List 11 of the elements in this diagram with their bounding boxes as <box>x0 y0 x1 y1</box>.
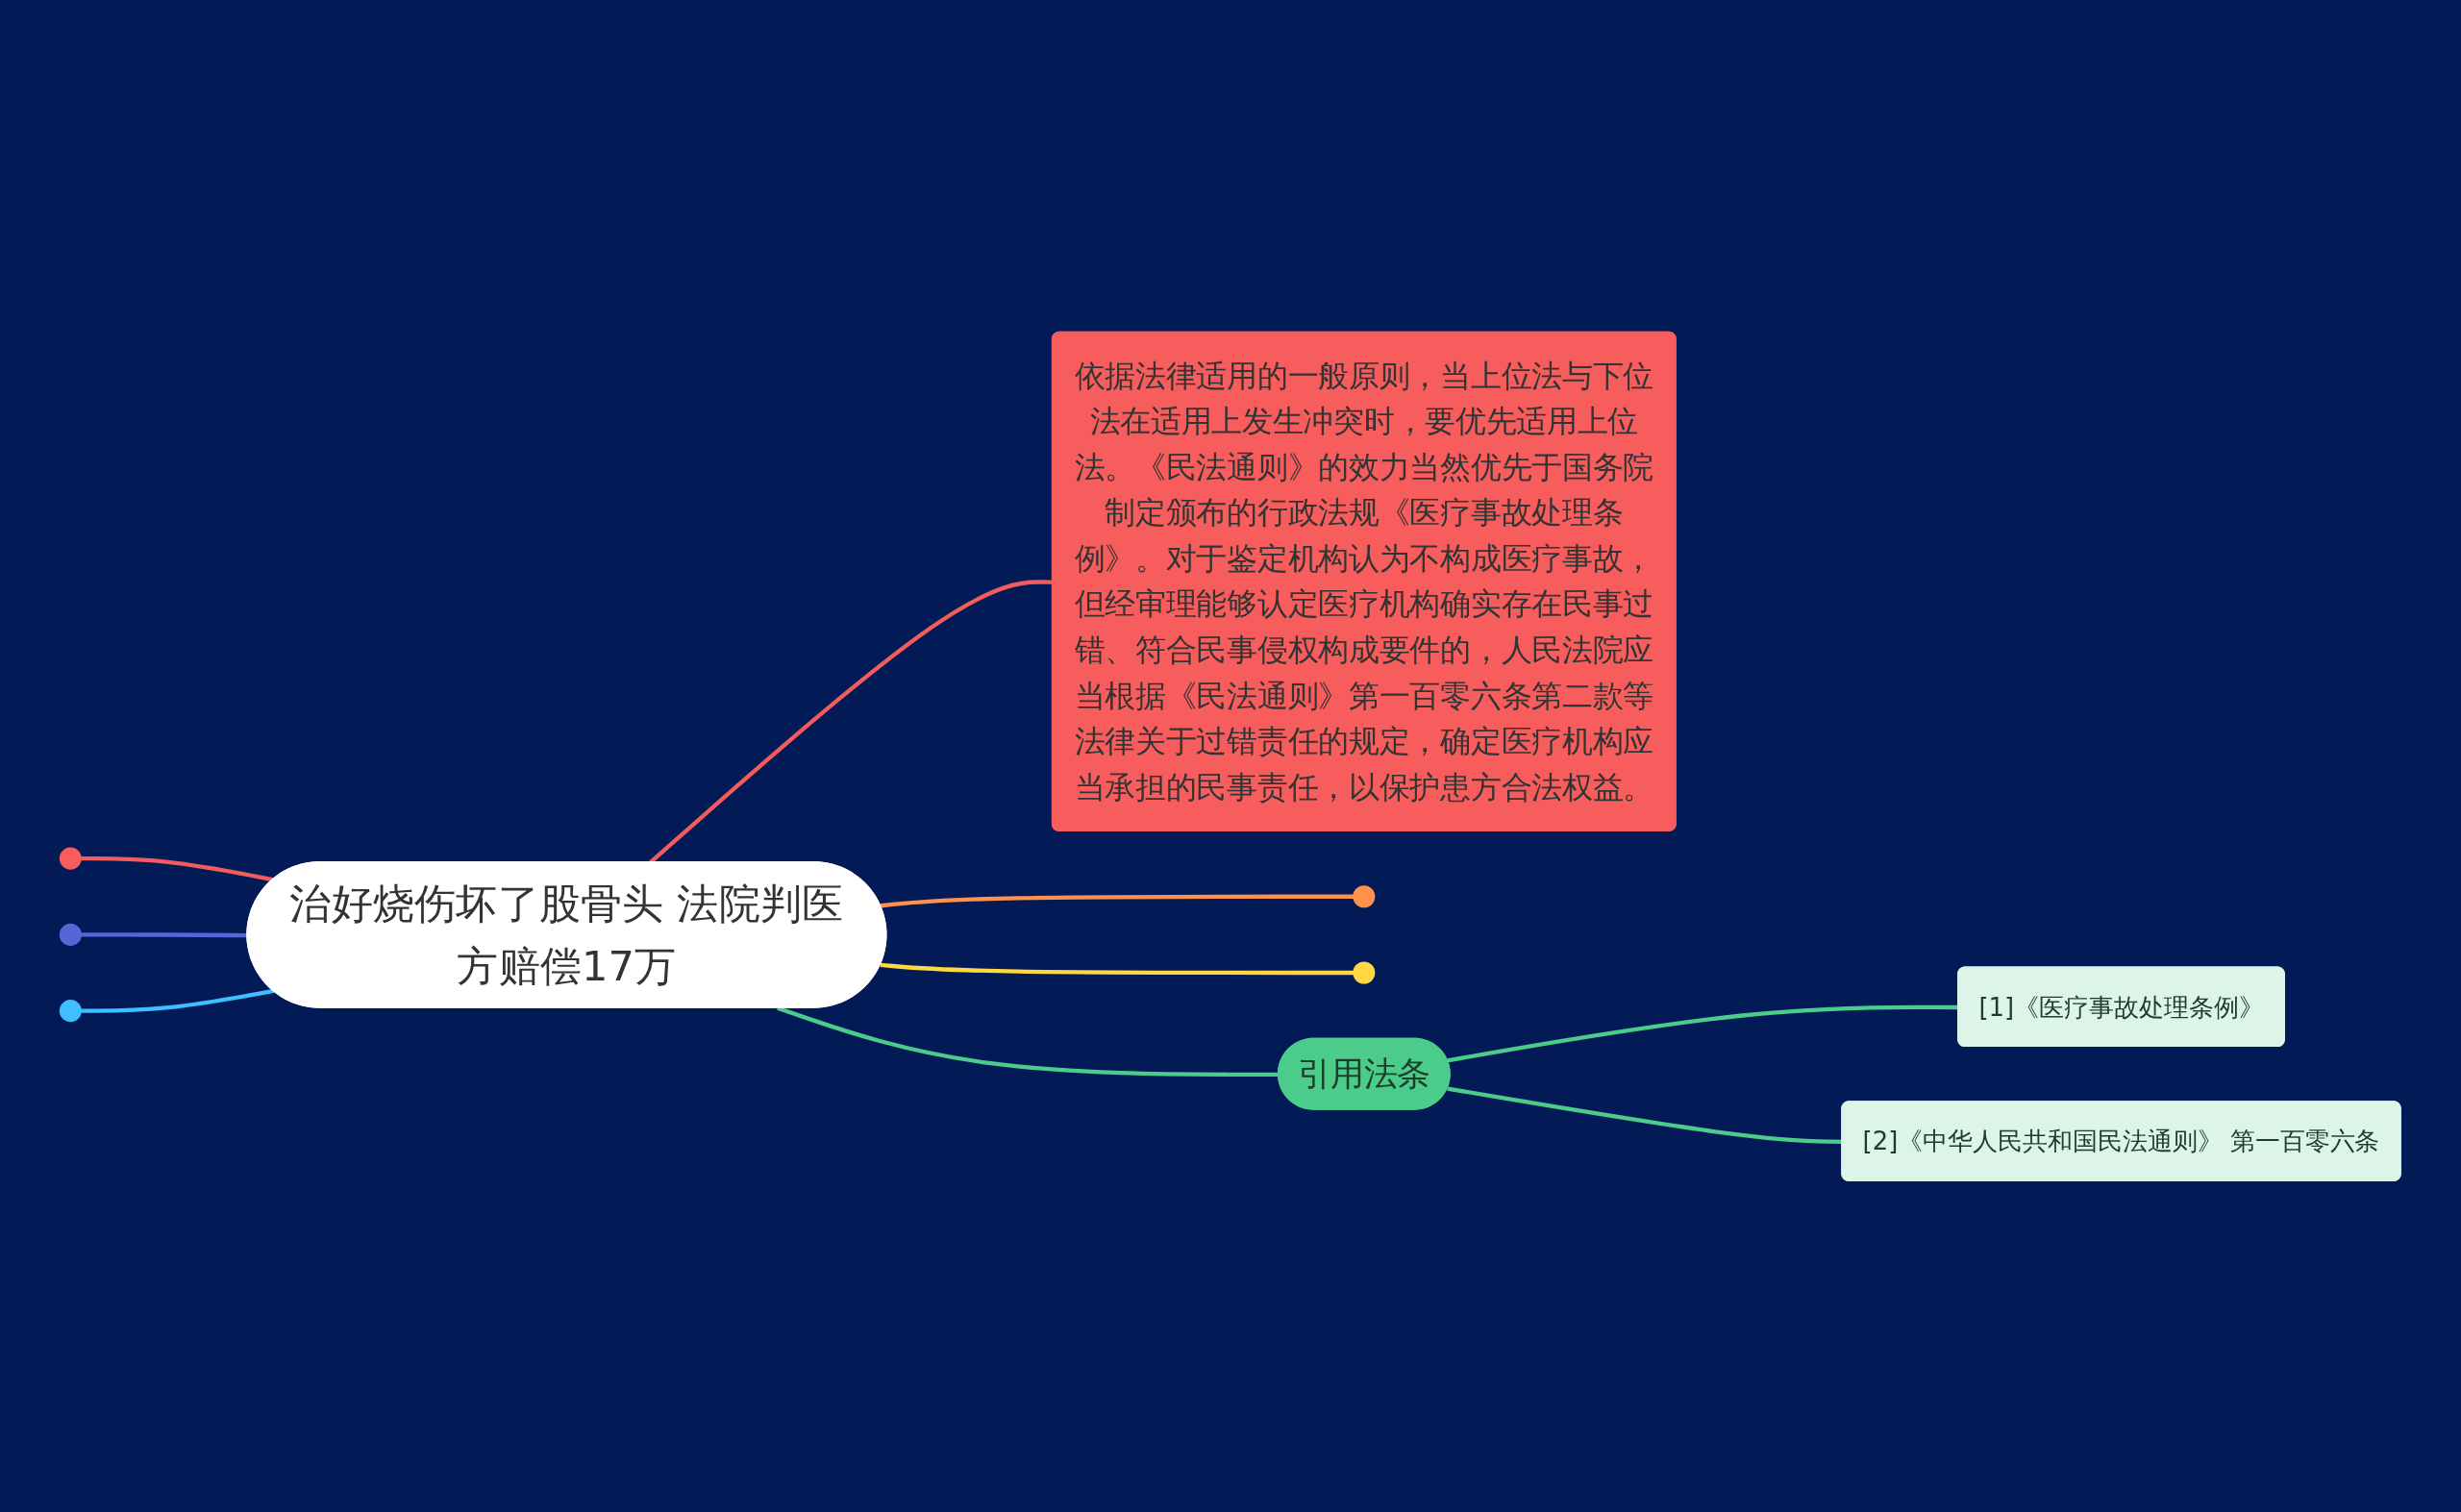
node-circle <box>60 999 83 1022</box>
connector <box>81 855 275 882</box>
connector <box>1447 1004 1959 1063</box>
connector <box>81 988 275 1013</box>
connector <box>1447 1086 1843 1144</box>
node-circle <box>1353 884 1376 907</box>
node-circle <box>1353 961 1376 984</box>
connector <box>880 962 1355 975</box>
node-circle <box>60 847 83 870</box>
node-circle <box>60 923 83 946</box>
connector <box>880 894 1355 908</box>
